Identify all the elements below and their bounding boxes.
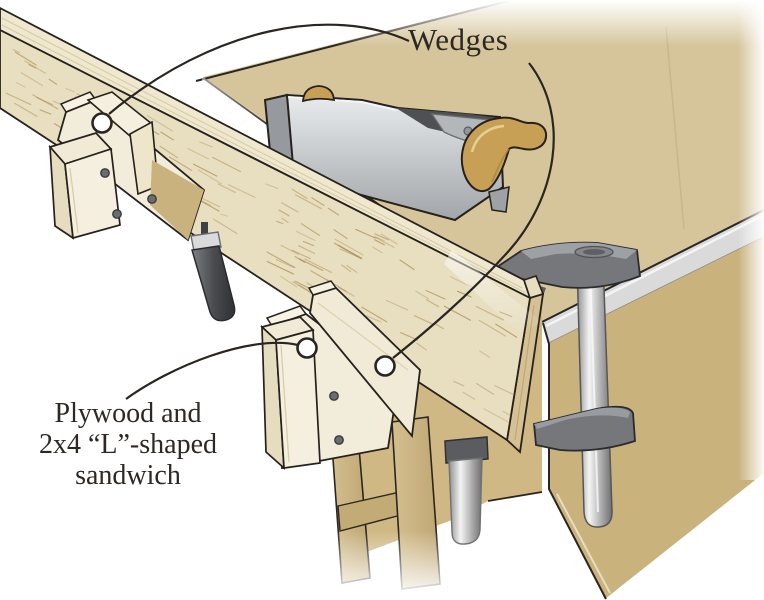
end-face-bottom-line: [487, 491, 543, 502]
tote-highlight: [470, 124, 505, 153]
top-fade: [170, 0, 764, 46]
sandwich-label-line3: sandwich: [75, 460, 181, 491]
block-edge-line: [280, 344, 290, 463]
screw: [112, 209, 122, 219]
tote-shadow-line: [491, 148, 510, 183]
clamp-bar-highlight: [589, 264, 599, 513]
right-fade: [738, 0, 764, 480]
board-top-grain2: [1, 24, 527, 294]
sandwich-label-line2: 2x4 “L”-shaped: [38, 429, 218, 460]
clamp-foot: [444, 436, 489, 464]
edge-wash-left: [198, 77, 266, 135]
under-bench-clamp-handle: [444, 436, 489, 545]
callouts: [91, 23, 555, 400]
silver-handle: [448, 457, 483, 545]
leader-sandwich: [125, 341, 299, 400]
plywood-top-edge: [59, 91, 98, 113]
block-edge-line: [69, 167, 79, 234]
left-wedge-marker: [91, 112, 113, 134]
plate-shadow-area: [150, 160, 204, 240]
vignette-fades: [170, 0, 764, 600]
leader-wedges-left: [108, 23, 410, 115]
screw: [334, 435, 344, 445]
hand-plane: [263, 85, 548, 222]
bench-corner-line: [542, 322, 607, 600]
plane-front-knob: [302, 85, 335, 103]
clamp-lower-jaw: [533, 405, 636, 452]
clamp-lower-jaw-face: [534, 407, 630, 429]
screw: [147, 194, 157, 204]
leader-wedges-center: [392, 62, 555, 359]
plane-heel: [488, 186, 510, 213]
dark-handle: [191, 245, 236, 322]
front-clamp-handle: [190, 222, 236, 322]
sandwich-label: Plywood and 2x4 “L”-shaped sandwich: [6, 398, 250, 491]
screw: [100, 168, 110, 178]
edge-wash-right: [444, 250, 542, 334]
benchtop-seam: [665, 26, 685, 230]
wedge-top-edge: [307, 280, 338, 296]
board-top-grain1: [1, 17, 523, 289]
screw: [329, 391, 339, 401]
left-plywood-2x4-sandwich: [48, 91, 206, 242]
center-sandwich-marker: [296, 337, 318, 359]
handle-stem: [201, 222, 208, 240]
clamp-jaw-slot-inner: [583, 249, 605, 255]
center-wedge-marker: [374, 355, 396, 377]
plane-tote: [460, 116, 548, 192]
sandwich-label-line1: Plywood and: [54, 398, 202, 429]
wedges-label: Wedges: [408, 22, 509, 57]
legs-bottom-fade: [282, 530, 450, 600]
apron-edge-highlight: [556, 493, 611, 594]
